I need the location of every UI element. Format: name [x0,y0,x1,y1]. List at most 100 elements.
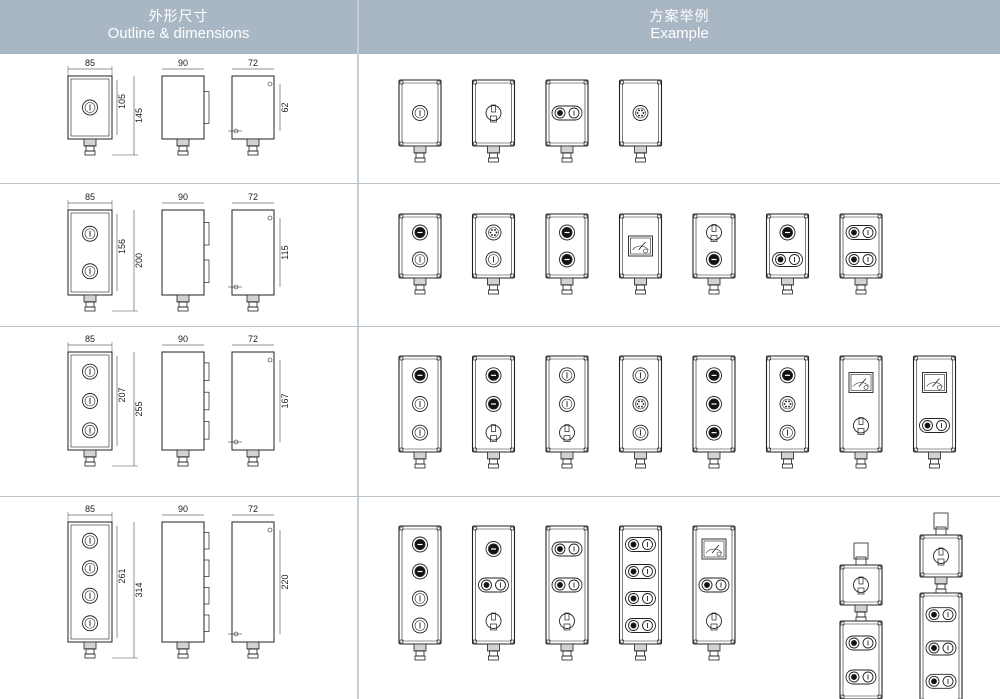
circle [642,112,645,114]
shape [583,356,588,361]
shape [177,306,189,312]
mount-dimension: 72 [248,504,258,514]
shape [710,623,718,631]
circle [84,617,96,629]
circle [851,674,857,680]
control-mush [559,224,575,241]
control-btn [779,424,796,441]
shape [414,157,426,163]
circle [628,620,639,631]
shape [203,362,210,381]
control-plug [632,105,649,121]
control-dbl [925,607,957,623]
shape [473,80,477,85]
shape [765,213,810,279]
circle [494,228,496,231]
front-view-button [82,587,98,604]
circle [635,427,646,438]
shape [401,528,439,642]
shape [916,358,953,450]
circle [630,622,637,629]
circle [848,254,860,265]
example-enclosure [692,213,736,295]
circle [862,254,874,265]
shape [178,145,188,152]
circle [82,615,98,632]
shape [436,80,441,85]
shape [767,273,771,278]
shape [510,526,514,531]
circle [931,611,937,618]
circle [84,425,96,436]
depth-dimension: 90 [178,58,188,68]
shape [489,152,498,159]
circle [642,403,645,405]
shape [853,542,869,560]
shape [473,447,477,452]
shape [161,75,205,140]
shape [546,214,551,219]
shape [85,301,95,308]
circle [851,229,857,236]
shape [414,655,426,661]
shape [248,145,258,152]
circle [559,224,575,241]
shape [436,356,441,361]
front-view-button [82,560,98,577]
shape [708,463,720,469]
shape [510,447,514,452]
circle [84,395,96,407]
shape [618,79,663,147]
control-plug [485,224,502,241]
circle [412,617,428,634]
circle [82,422,98,439]
circle [84,265,96,277]
shape [247,150,259,156]
width-dimension: 85 [85,192,95,202]
shape [85,648,95,655]
shape [478,577,509,593]
shape [657,447,661,452]
shape [840,447,845,452]
circle [922,420,933,431]
shape [782,463,793,469]
control-dbl [625,537,656,552]
shape [630,237,651,255]
circle [82,263,98,280]
circle [82,225,98,242]
circle [561,398,573,410]
shape [839,213,883,279]
control-dbl [925,640,957,656]
shape [620,273,624,278]
circle [928,609,940,621]
shape [839,355,883,453]
shape [563,435,571,443]
circle [782,427,793,438]
control-dbl [845,252,877,267]
shape [488,289,499,295]
control-mush [412,367,428,384]
shape [561,463,573,469]
circle [84,102,96,113]
circle [848,671,860,683]
shape [583,141,588,146]
shape [491,424,496,433]
circle [414,593,426,604]
shape [842,216,880,276]
side-dimension: 220 [280,574,290,589]
shape [657,639,661,644]
circle [414,398,426,410]
example-enclosure [765,213,810,295]
shape [436,639,441,644]
circle [779,396,796,412]
hole-pitch-dimension: 261 [117,568,127,583]
shape [767,356,771,361]
shape [231,209,275,296]
shape [730,273,735,278]
shape [856,458,866,465]
shape [436,526,441,531]
control-mush [412,224,428,241]
